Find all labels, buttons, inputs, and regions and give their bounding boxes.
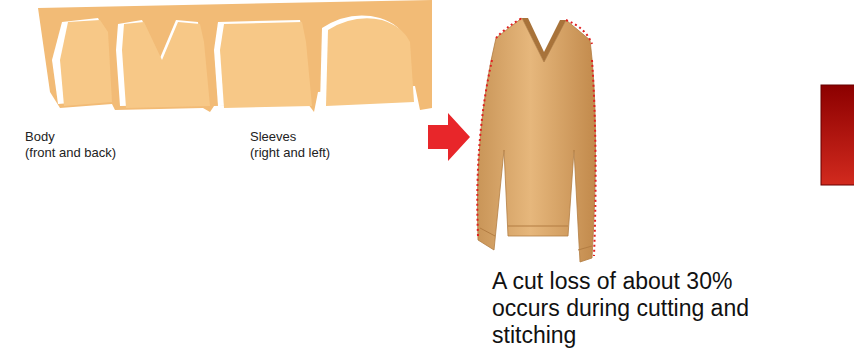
fabric-sheet (38, 0, 432, 112)
loss-note: A cut loss of about 30% occurs during cu… (492, 268, 802, 349)
sleeve-piece (326, 18, 414, 106)
sleeve-piece (60, 20, 112, 106)
red-box (821, 85, 854, 185)
part-name: Sleeves (250, 129, 296, 145)
part-note: (front and back) (25, 145, 116, 161)
body-piece (220, 22, 312, 108)
part-note: (right and left) (250, 145, 330, 161)
process-arrow (428, 113, 470, 161)
sweater-figure (477, 18, 595, 262)
body-piece (122, 22, 210, 108)
part-name: Body (25, 129, 55, 145)
